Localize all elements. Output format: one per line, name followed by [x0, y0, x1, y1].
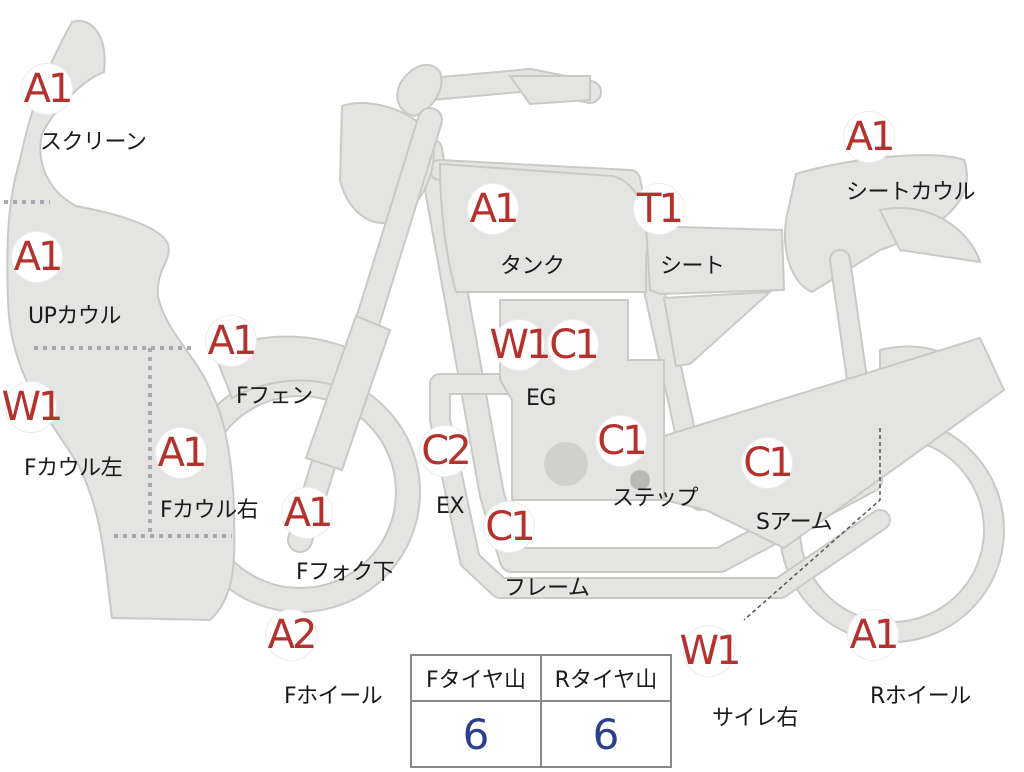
code-badge-f-cowl-left: W1 [1, 382, 64, 432]
label-exhaust: EX [436, 494, 464, 519]
code-badge-r-wheel: A1 [848, 610, 899, 660]
label-f-wheel: Fホイール [284, 684, 383, 709]
label-silencer-right: サイレ右 [712, 706, 799, 731]
seat-cowl-tail [878, 207, 982, 264]
front-tread-value: 6 [410, 700, 542, 768]
front-tread-header: Fタイヤ山 [410, 654, 542, 702]
label-frame: フレーム [504, 576, 590, 601]
code-badge-engine-w: W1 [489, 320, 552, 370]
code-badge-up-cowl: A1 [12, 232, 63, 282]
tread-depth-table: Fタイヤ山 Rタイヤ山 6 6 [410, 654, 672, 768]
label-r-wheel: Rホイール [870, 684, 971, 709]
rear-tread-header: Rタイヤ山 [540, 654, 672, 702]
label-screen: スクリーン [40, 130, 147, 155]
label-f-cowl-right: Fカウル右 [160, 498, 259, 523]
label-swing-arm: Sアーム [756, 510, 833, 535]
label-seat: シート [660, 254, 725, 279]
silencer-leader-line [743, 428, 881, 621]
label-f-cowl-left: Fカウル左 [24, 456, 123, 481]
label-up-cowl: UPカウル [28, 304, 121, 329]
label-step: ステップ [612, 486, 699, 511]
code-badge-screen: A1 [22, 64, 73, 114]
code-badge-silencer-right: W1 [679, 626, 742, 676]
mirror-shape [396, 63, 443, 118]
code-badge-exhaust: C2 [420, 426, 472, 476]
tread-header-row: Fタイヤ山 Rタイヤ山 [410, 654, 672, 702]
label-engine: EG [526, 386, 556, 411]
code-badge-f-cowl-right: A1 [156, 428, 207, 478]
code-badge-step: C1 [596, 416, 648, 466]
label-f-fender: Fフェン [236, 384, 313, 409]
code-badge-f-wheel: A2 [266, 610, 317, 660]
code-badge-engine-c: C1 [548, 320, 600, 370]
seat-rail-shape [662, 290, 773, 368]
label-tank: タンク [500, 254, 565, 279]
front-fork-shape [287, 107, 443, 553]
code-badge-f-fender: A1 [206, 316, 257, 366]
code-badge-tank: A1 [468, 184, 519, 234]
cowl-dividers [4, 200, 232, 538]
code-badge-swing-arm: C1 [742, 438, 794, 488]
label-seat-cowl: シートカウル [846, 180, 976, 205]
tread-value-row: 6 6 [410, 700, 672, 768]
code-badge-frame: C1 [484, 502, 536, 552]
label-f-fork-lower: Fフォク下 [296, 560, 395, 585]
code-badge-seat-cowl: A1 [844, 112, 895, 162]
seat-shape [644, 224, 786, 296]
rear-tread-value: 6 [540, 700, 672, 768]
swing-arm-shape [663, 336, 1006, 550]
code-badge-f-fork-lower: A1 [282, 488, 333, 538]
handlebar-shape [408, 68, 602, 106]
code-badge-seat: T1 [634, 184, 684, 234]
